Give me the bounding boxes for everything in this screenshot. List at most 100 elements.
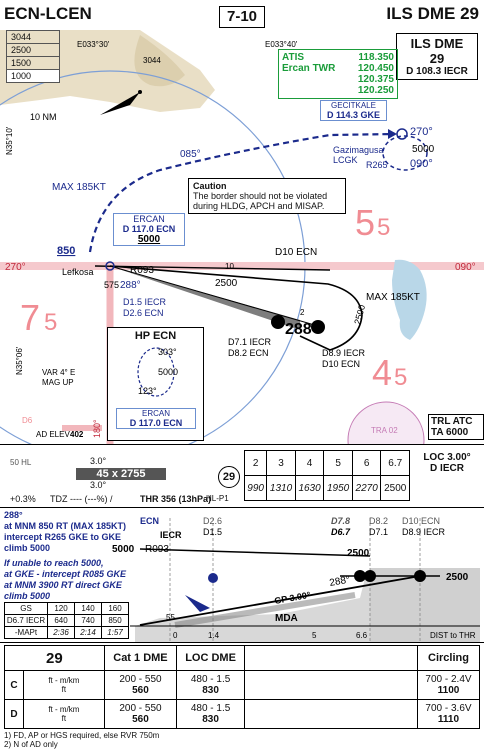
hp-title: HP ECN <box>134 330 177 342</box>
pf-mda: MDA <box>275 613 298 624</box>
minima-h-loc: LOC DME <box>176 645 245 671</box>
caution-title: Caution <box>193 181 227 191</box>
minima-rwy: 29 <box>4 645 105 671</box>
gs-r0c3: 850 <box>101 614 129 627</box>
mora-2: 2500 <box>7 44 59 57</box>
pf-iecr: IECR <box>160 530 182 540</box>
plan-view: 5 5 7 5 4 5 E033°30' E033°40' 3044 10 NM… <box>0 30 484 444</box>
procedure-title: ILS DME 29 <box>386 4 479 23</box>
gs-r1c1: 2:36 <box>47 626 75 639</box>
dme-3: 4 <box>294 450 325 476</box>
final-course <box>110 266 300 330</box>
minima-d-cat1-b: 560 <box>132 714 149 725</box>
gs-r1c3: 1:57 <box>101 626 129 639</box>
trl-box: TRL ATC TA 6000 <box>428 414 484 440</box>
max185-2: MAX 185KT <box>366 292 420 303</box>
pf-d89: D8.9 IECR <box>402 527 446 537</box>
alt-2: 1310 <box>266 475 296 501</box>
d26-ecn: D2.6 ECN <box>123 308 164 318</box>
elev-value: 402 <box>70 430 84 439</box>
rwy-circle: 29 <box>218 466 240 488</box>
hp-crs-1: 303° <box>158 347 177 357</box>
gke-hold-alt: 5000 <box>412 144 435 155</box>
pct-label: +0.3% <box>10 494 36 504</box>
d71-iecr: D7.1 IECR <box>228 337 272 347</box>
rwy-dims: 45 x 2755 <box>76 468 166 480</box>
final-course-label: 288° <box>285 321 318 338</box>
ma-line-5: If unable to reach 5000, <box>4 558 104 568</box>
minima-cat-c: C <box>4 670 24 700</box>
hl-p1: HL-P1 <box>206 494 229 503</box>
minima-d-circ-b: 1110 <box>437 714 460 725</box>
footnote-2: 2) N of AD only <box>4 740 58 749</box>
hp-crs-2: 123° <box>138 386 157 396</box>
missed-approach-text: 288° at MNM 850 RT (MAX 185KT) intercept… <box>4 510 136 602</box>
msa-west-sub: 5 <box>44 309 57 336</box>
minima-h-cat1: Cat 1 DME <box>103 645 178 671</box>
pf-d67: D6.7 <box>331 527 351 537</box>
alt-6: 2500 <box>380 475 410 501</box>
minima-c-loc-a: 480 - 1.5 <box>190 674 231 685</box>
var-2: MAG UP <box>42 378 74 387</box>
gke-freq: D 114.3 GKE <box>326 110 381 120</box>
pf-d78: D7.8 <box>331 516 350 526</box>
minima: 29 Cat 1 DME LOC DME Circling C ft - m/k… <box>4 645 481 749</box>
twr-label: Ercan TWR <box>282 63 336 74</box>
msa-north: 5 <box>355 202 375 243</box>
d15-iecr: D1.5 IECR <box>123 297 167 307</box>
alt-4: 1950 <box>323 475 353 501</box>
ils-box-rwy: 29 <box>429 51 445 66</box>
pf-alt-5000: 5000 <box>112 544 135 555</box>
gke-name: GECITKALE <box>331 101 376 110</box>
minima-cat-d: D <box>4 699 24 729</box>
msa-south-sub: 5 <box>394 364 407 391</box>
ta: TA 6000 <box>431 427 469 438</box>
d82-ecn: D8.2 ECN <box>228 348 269 358</box>
lefkosa: Lefkosa <box>62 267 94 277</box>
mora-4: 1000 <box>7 70 59 82</box>
minima-c-cat1-b: 560 <box>132 685 149 696</box>
minima-h-circ: Circling <box>416 645 481 671</box>
gs-table: GS 120 140 160 D6.7 IECR 640 740 850 -MA… <box>4 602 129 639</box>
mora-3: 1500 <box>7 57 59 70</box>
hl-label: 50 HL <box>10 458 32 467</box>
spot-elev: 3044 <box>143 56 161 65</box>
dist-10: 10 <box>225 262 234 271</box>
trl: TRL ATC <box>431 416 473 427</box>
divider-2 <box>0 507 484 508</box>
pf-d71: D7.1 <box>369 527 388 537</box>
pf-d26: D2.6 <box>203 516 222 526</box>
gke-hold-out: 090° <box>410 158 433 170</box>
divider-1 <box>0 444 484 445</box>
profile-view: ECN IECR D2.6 D1.5 D7.8 D6.7 D8.2 D7.1 D… <box>112 516 480 642</box>
ma-line-1: 288° <box>4 510 23 520</box>
tra-area <box>347 401 425 444</box>
mora-legend: 3044 2500 1500 1000 <box>6 30 60 83</box>
approach-track <box>109 265 363 351</box>
pf-scale-2: 5 <box>312 631 317 640</box>
lat-1: N35°10' <box>5 126 14 155</box>
r093-label: R093 <box>130 265 154 276</box>
hp-alt: 5000 <box>158 367 178 377</box>
minima-c-circ-b: 1100 <box>437 685 460 696</box>
d10-ecn-2: D10 ECN <box>322 359 360 369</box>
minima-d-cat1-a: 200 - 550 <box>119 703 162 714</box>
d89-iecr: D8.9 IECR <box>322 348 366 358</box>
ma-line-3: intercept R265 GKE to GKE <box>4 532 122 542</box>
ma-line-8: climb 5000 <box>4 591 51 601</box>
pf-r093: R093 <box>145 544 169 555</box>
minima-unit-c2: ft <box>61 685 67 694</box>
dme-6: 6.7 <box>380 450 410 476</box>
dme-5: 6 <box>351 450 382 476</box>
msa-south: 4 <box>372 352 392 393</box>
minima-d-circ-a: 700 - 3.6V <box>425 703 472 714</box>
gke-hold-in: 270° <box>410 126 433 138</box>
twr-freq-1: 120.450 <box>357 63 394 74</box>
twr-freq-2: 120.375 <box>357 74 394 85</box>
tra-label: TRA 02 <box>371 426 398 435</box>
crs-288-plan: 288° <box>120 280 141 291</box>
caution-text-2: during HLDG, APCH and MISAP. <box>193 201 325 211</box>
gp-val-1: 3.0° <box>90 456 107 466</box>
ff-label: 2 <box>300 308 305 317</box>
